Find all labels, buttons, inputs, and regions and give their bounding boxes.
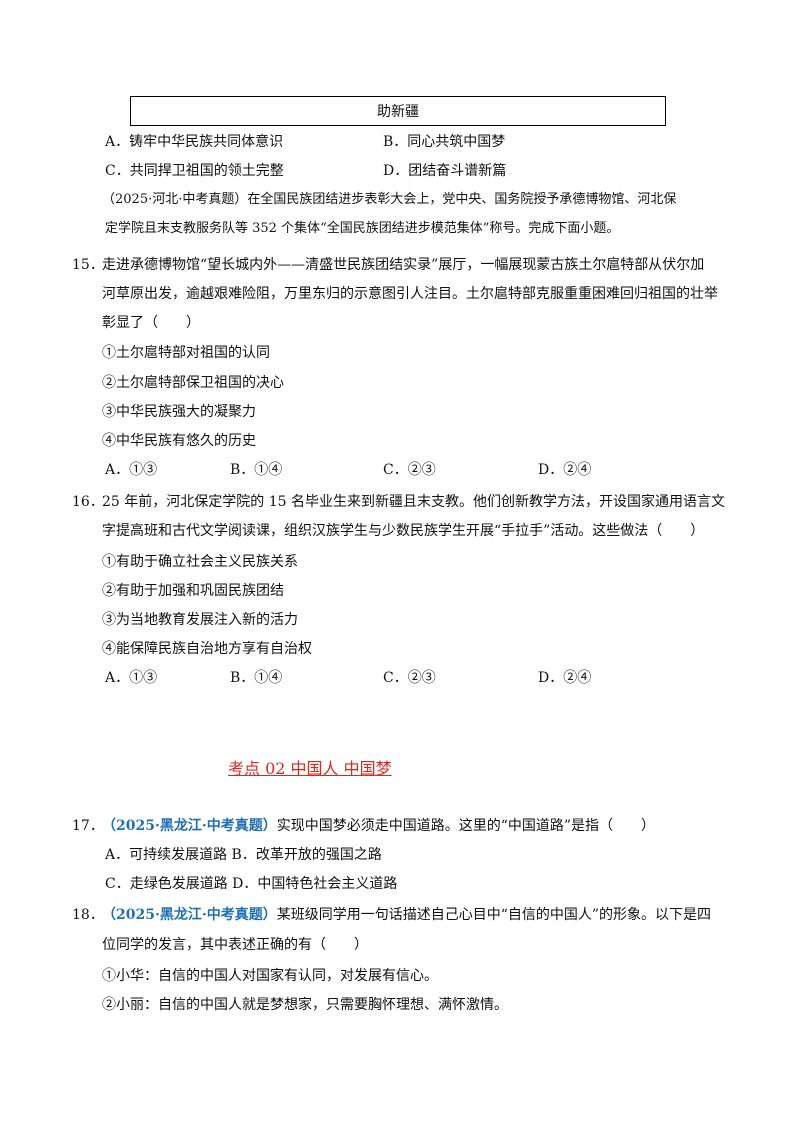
- question-number: 16．: [72, 494, 104, 510]
- q16-line-1: 25 年前，河北保定学院的 15 名毕业生来到新疆且末支教。他们创新教学方法，开…: [102, 494, 725, 510]
- q16-line-2: 字提高班和古代文学阅读课，组织汉族学生与少数民族学生开展“手拉手”活动。这些做法…: [102, 523, 705, 539]
- q15-item-2: ②土尔扈特部保卫祖国的决心: [102, 375, 284, 391]
- section-heading: 考点 02 中国人 中国梦: [228, 759, 392, 778]
- top-option-c: C．共同捍卫祖国的领土完整: [105, 163, 284, 179]
- q18-item-2: ②小丽：自信的中国人就是梦想家，只需要胸怀理想、满怀激情。: [102, 997, 508, 1013]
- q15-line-2: 河草原出发，逾越艰难险阻，万里东归的示意图引人注目。土尔扈特部克服重重困难回归祖…: [102, 286, 718, 302]
- q16-option-d: D．②④: [538, 670, 592, 686]
- q17-line-1: （2025·黑龙江·中考真题）实现中国梦必须走中国道路。这里的“中国道路”是指（…: [102, 817, 655, 835]
- q15-item-4: ④中华民族有悠久的历史: [102, 433, 256, 449]
- q16-option-b: B．①④: [230, 670, 283, 686]
- q15-line-1: 走进承德博物馆“望长城内外——清盛世民族团结实录”展厅，一幅展现蒙古族土尔扈特部…: [102, 257, 705, 273]
- q16-option-c: C．②③: [383, 670, 436, 686]
- q15-option-d: D．②④: [538, 462, 592, 478]
- q15-item-1: ①土尔扈特部对祖国的认同: [102, 345, 270, 361]
- intro-line-1: （2025·河北·中考真题）在全国民族团结进步表彰大会上，党中央、国务院授予承德…: [102, 192, 677, 207]
- q15-option-b: B．①④: [230, 462, 283, 478]
- question-number: 18．: [72, 907, 104, 923]
- top-option-d: D．团结奋斗谱新篇: [383, 163, 507, 179]
- q18-source: （2025·黑龙江·中考真题）: [102, 907, 277, 923]
- top-option-a: A．铸牢中华民族共同体意识: [105, 134, 284, 150]
- q16-item-2: ②有助于加强和巩固民族团结: [102, 583, 284, 599]
- intro-line-2: 定学院且末支教服务队等 352 个集体“全国民族团结进步模范集体”称号。完成下面…: [105, 221, 620, 236]
- question-number: 15．: [72, 257, 104, 273]
- q15-line-3: 彰显了（ ）: [102, 315, 200, 331]
- answer-box-text: 助新疆: [377, 104, 419, 120]
- q15-item-3: ③中华民族强大的凝聚力: [102, 404, 256, 420]
- q16-item-1: ①有助于确立社会主义民族关系: [102, 554, 298, 570]
- q18-line-2: 位同学的发言，其中表述正确的有（ ）: [102, 937, 368, 953]
- q15-option-a: A．①③: [105, 462, 158, 478]
- q17-options-1: A．可持续发展道路 B．改革开放的强国之路: [105, 847, 382, 863]
- q16-option-a: A．①③: [105, 670, 158, 686]
- q17-text: 实现中国梦必须走中国道路。这里的“中国道路”是指（ ）: [276, 818, 656, 834]
- q17-options-2: C．走绿色发展道路 D．中国特色社会主义道路: [105, 876, 398, 892]
- q18-item-1: ①小华：自信的中国人对国家有认同，对发展有信心。: [102, 968, 438, 984]
- answer-box: 助新疆: [130, 96, 666, 126]
- q18-text: 某班级同学用一句话描述自己心目中“自信的中国人”的形象。以下是四: [276, 907, 712, 923]
- q18-line-1: （2025·黑龙江·中考真题）某班级同学用一句话描述自己心目中“自信的中国人”的…: [102, 906, 711, 924]
- question-number: 17．: [72, 818, 104, 834]
- q15-option-c: C．②③: [383, 462, 436, 478]
- top-option-b: B．同心共筑中国梦: [383, 134, 506, 150]
- q16-item-3: ③为当地教育发展注入新的活力: [102, 612, 298, 628]
- q17-source: （2025·黑龙江·中考真题）: [102, 818, 277, 834]
- q16-item-4: ④能保障民族自治地方享有自治权: [102, 641, 312, 657]
